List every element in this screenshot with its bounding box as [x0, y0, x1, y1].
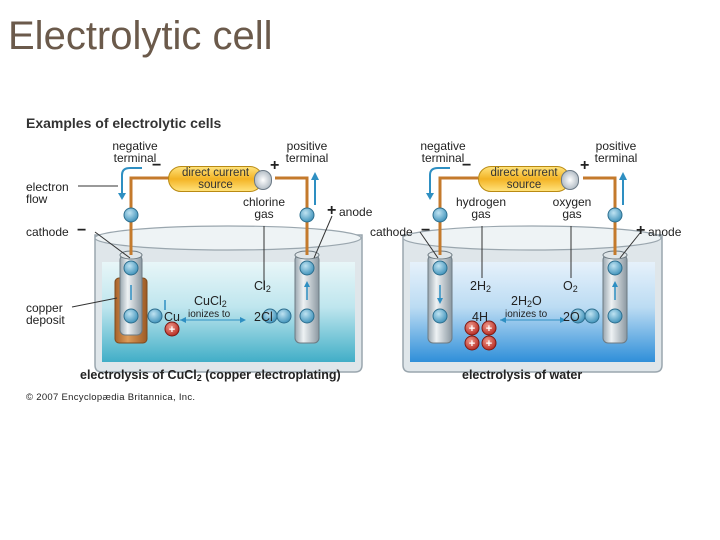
left-anode-plus: +: [327, 202, 337, 219]
right-anode-plus: +: [636, 222, 646, 239]
left-cathode-label: cathode: [26, 225, 69, 239]
left-cell-caption: electrolysis of CuCl2 (copper electropla…: [80, 368, 341, 383]
svg-text:+: +: [469, 338, 475, 350]
right-battery-terminal-cap: [561, 170, 579, 190]
left-cell-graphics: +: [71, 167, 363, 373]
svg-text:+: +: [469, 323, 475, 335]
right-cathode-label: cathode: [370, 225, 413, 239]
right-battery-minus: −: [462, 157, 472, 174]
o2-formula: O2: [563, 279, 578, 294]
left-battery-minus: −: [152, 157, 162, 174]
right-cell-caption: electrolysis of water: [462, 368, 583, 382]
left-battery-terminal-cap: [254, 170, 272, 190]
left-ionizes-to: ionizes to: [188, 309, 231, 320]
cu-formula: Cu: [164, 310, 180, 324]
cucl2-formula: CuCl2: [194, 294, 227, 309]
right-battery-plus: +: [580, 157, 590, 174]
right-cathode-minus: −: [421, 222, 431, 239]
svg-text:+: +: [486, 338, 492, 350]
right-anode-label: anode: [648, 225, 682, 239]
slide-title: Electrolytic cell: [8, 14, 273, 58]
right-ionizes-to: ionizes to: [505, 309, 548, 320]
left-cathode-minus: −: [77, 222, 87, 239]
two-cl-formula: 2Cl: [254, 310, 273, 324]
two-o-formula: 2O: [563, 310, 580, 324]
cl2-formula: Cl2: [254, 279, 271, 294]
svg-text:+: +: [169, 324, 175, 336]
right-cell-graphics: + + + +: [402, 167, 663, 373]
two-h2-formula: 2H2: [470, 279, 491, 294]
two-h2o-formula: 2H2O: [511, 294, 542, 309]
figure-title: Examples of electrolytic cells: [26, 115, 222, 131]
svg-text:+: +: [486, 323, 492, 335]
copyright-notice: © 2007 Encyclopædia Britannica, Inc.: [26, 392, 196, 403]
left-battery-plus: +: [270, 157, 280, 174]
left-anode-label: anode: [339, 205, 373, 219]
four-h-formula: 4H: [472, 310, 488, 324]
